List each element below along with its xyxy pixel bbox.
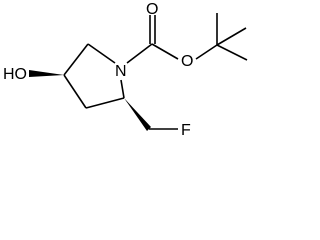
- bond-ch2-c4: [63, 43, 89, 76]
- carbonyl-oxygen-label: O: [146, 1, 158, 18]
- wedge-bond-c4-oh: [29, 70, 64, 77]
- ester-oxygen-label: O: [181, 53, 193, 70]
- wedge-bond-c2-ch2f: [124, 98, 151, 131]
- bond-ester-o-cq: [195, 44, 218, 60]
- bond-ch2-lower-c2: [85, 97, 125, 109]
- hydroxyl-label: HO: [3, 66, 27, 83]
- bond-cq-methyl-right: [216, 44, 248, 61]
- molecule-structure: HO N O O F: [3, 1, 248, 139]
- ring-nitrogen-label: N: [115, 63, 127, 80]
- bond-c4-ch2-lower: [63, 74, 87, 109]
- structure-canvas: HO N O O F: [0, 0, 264, 142]
- bond-cq-methyl-upper-right: [216, 27, 247, 46]
- bond-c2-n: [120, 79, 125, 99]
- bond-n-ch2: [87, 43, 116, 64]
- fluorine-label: F: [181, 122, 191, 139]
- bond-carbonyl-c-ester-o: [151, 43, 179, 60]
- bond-n-carbonyl-c: [126, 43, 153, 64]
